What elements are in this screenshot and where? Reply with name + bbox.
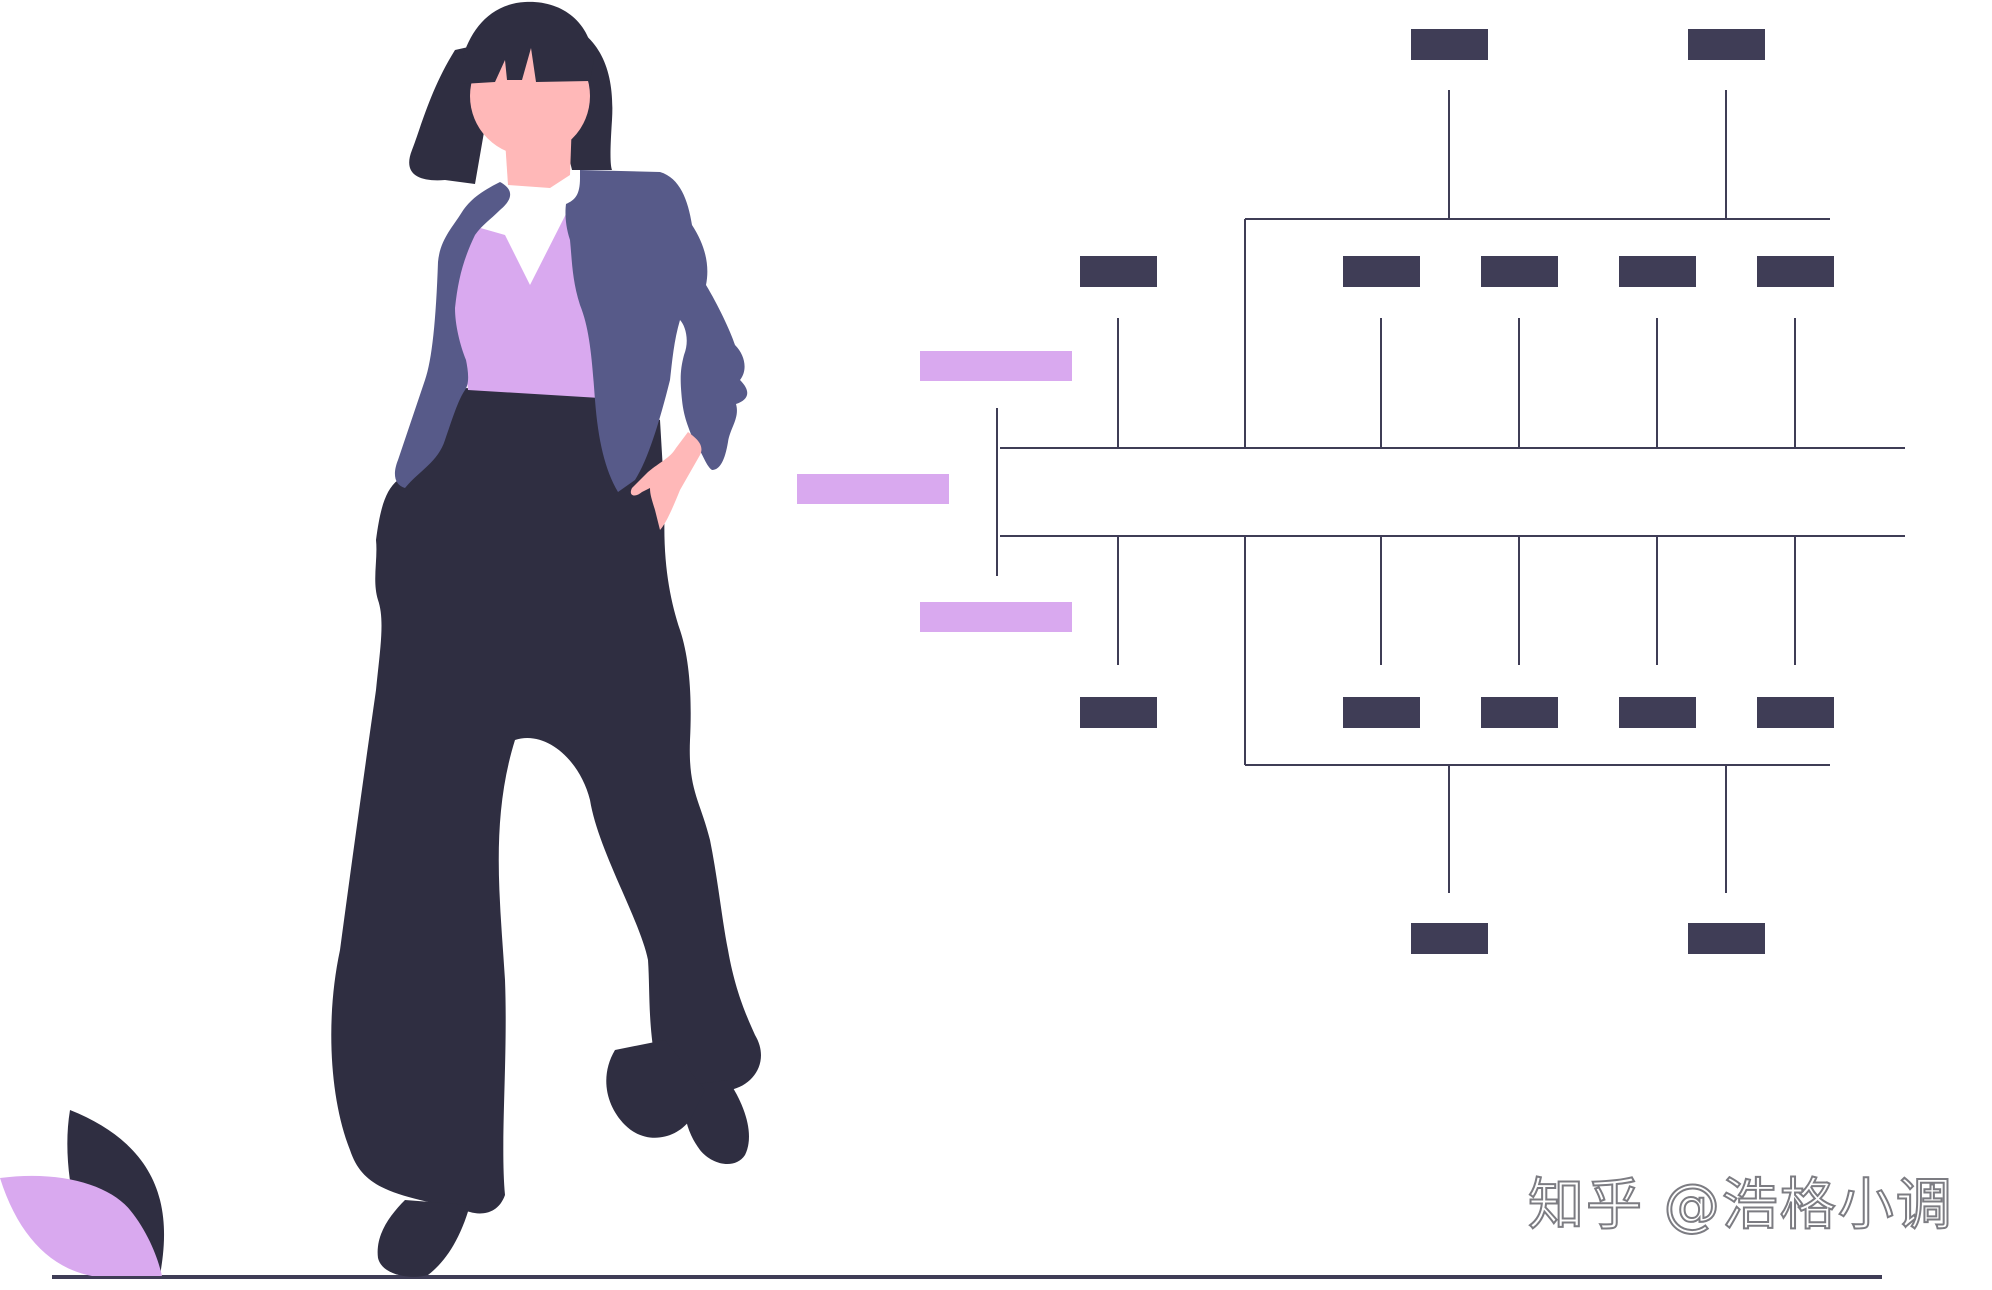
accent-bar-middle bbox=[797, 474, 949, 504]
upper-box-2 bbox=[1343, 256, 1420, 287]
bottom-box-2 bbox=[1688, 923, 1765, 954]
diagram-boxes bbox=[1080, 29, 1834, 954]
jacket-left bbox=[394, 182, 511, 488]
lower-box-2 bbox=[1343, 697, 1420, 728]
bottom-box-1 bbox=[1411, 923, 1488, 954]
shoe-right bbox=[684, 1080, 749, 1165]
shoe-left bbox=[377, 1200, 470, 1277]
hand bbox=[630, 432, 702, 530]
jacket-right bbox=[565, 170, 748, 492]
trousers bbox=[331, 388, 761, 1214]
fishbone-diagram bbox=[996, 90, 1905, 893]
blouse bbox=[453, 210, 600, 398]
leaf-purple bbox=[0, 1175, 162, 1276]
lower-box-1 bbox=[1080, 697, 1157, 728]
lower-box-3 bbox=[1481, 697, 1558, 728]
accent-bar-top bbox=[920, 351, 1072, 381]
upper-box-4 bbox=[1619, 256, 1696, 287]
upper-box-5 bbox=[1757, 256, 1834, 287]
upper-box-3 bbox=[1481, 256, 1558, 287]
plant-leaves bbox=[0, 1110, 165, 1276]
knee-right bbox=[606, 1040, 705, 1138]
lower-box-4 bbox=[1619, 697, 1696, 728]
watermark-text: 知乎 @浩格小调 bbox=[1527, 1173, 1954, 1238]
top-box-1 bbox=[1411, 29, 1488, 60]
woman-figure bbox=[331, 1, 761, 1277]
top-box-2 bbox=[1688, 29, 1765, 60]
accent-bar-bottom bbox=[920, 602, 1072, 632]
hair-bangs bbox=[462, 1, 594, 84]
upper-box-1 bbox=[1080, 256, 1157, 287]
diagram-accent-bars bbox=[797, 351, 1072, 632]
lower-box-5 bbox=[1757, 697, 1834, 728]
